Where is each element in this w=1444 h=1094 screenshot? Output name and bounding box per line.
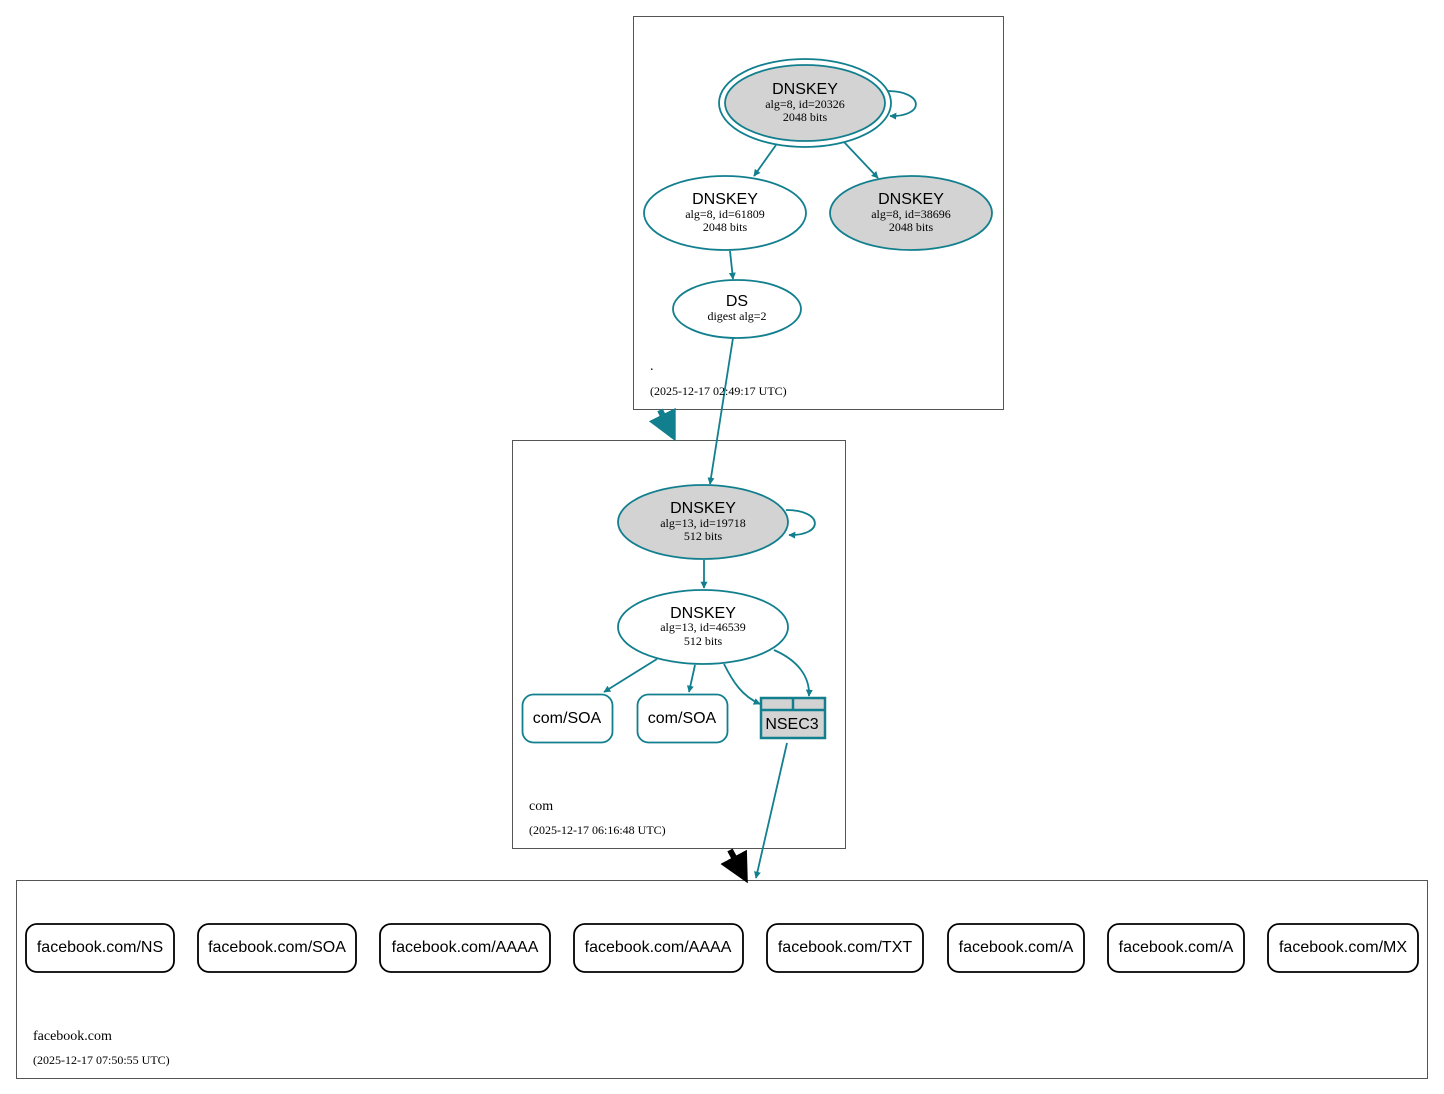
node-detail: alg=13, id=46539 xyxy=(660,620,746,634)
node-detail: 512 bits xyxy=(684,634,723,648)
record-label: facebook.com/TXT xyxy=(778,939,913,956)
node-com-soa-2[interactable]: com/SOA xyxy=(636,693,729,744)
record-label: facebook.com/A xyxy=(959,939,1074,956)
node-detail: alg=8, id=38696 xyxy=(871,207,951,221)
node-root-key3[interactable]: DNSKEY alg=8, id=38696 2048 bits xyxy=(829,175,993,251)
record-label: facebook.com/AAAA xyxy=(392,939,539,956)
node-detail: digest alg=2 xyxy=(707,309,766,323)
node-com-nsec3[interactable]: NSEC3 xyxy=(759,696,827,740)
zone-com-box xyxy=(512,440,846,849)
node-root-ds[interactable]: DS digest alg=2 xyxy=(672,279,802,339)
zone-facebook-timestamp: (2025-12-17 07:50:55 UTC) xyxy=(33,1053,170,1067)
zone-facebook-name: facebook.com xyxy=(33,1029,112,1044)
zone-root-name: . xyxy=(650,359,654,374)
edge-com-ksk-self xyxy=(785,509,816,539)
node-detail: alg=8, id=20326 xyxy=(765,97,845,111)
record-facebook-aaaa-1[interactable]: facebook.com/AAAA xyxy=(379,923,551,973)
zone-com-timestamp: (2025-12-17 06:16:48 UTC) xyxy=(529,823,666,837)
edge-nsec3-to-facebook xyxy=(753,742,788,879)
record-facebook-a-1[interactable]: facebook.com/A xyxy=(947,923,1085,973)
record-facebook-a-2[interactable]: facebook.com/A xyxy=(1107,923,1245,973)
record-facebook-ns[interactable]: facebook.com/NS xyxy=(25,923,175,973)
node-com-zsk[interactable]: DNSKEY alg=13, id=46539 512 bits xyxy=(617,589,789,665)
record-facebook-mx[interactable]: facebook.com/MX xyxy=(1267,923,1419,973)
record-facebook-txt[interactable]: facebook.com/TXT xyxy=(766,923,924,973)
edge-com-zsk-to-soa2 xyxy=(686,664,696,693)
node-label: NSEC3 xyxy=(765,716,818,733)
record-label: facebook.com/A xyxy=(1119,939,1234,956)
node-detail: alg=13, id=19718 xyxy=(660,516,746,530)
zone-root-timestamp: (2025-12-17 02:49:17 UTC) xyxy=(650,384,787,398)
node-root-ksk[interactable]: DNSKEY alg=8, id=20326 2048 bits xyxy=(718,58,892,148)
zone-com-name: com xyxy=(529,799,553,814)
zone-facebook-box xyxy=(16,880,1428,1079)
node-detail: 512 bits xyxy=(684,529,723,543)
edge-root-zsk-to-ds xyxy=(728,250,736,280)
record-label: facebook.com/NS xyxy=(37,939,163,956)
edge-root-ksk-to-zsk xyxy=(753,144,777,177)
node-title: DNSKEY xyxy=(772,81,838,98)
edge-root-ksk-self xyxy=(886,90,917,120)
node-title: DNSKEY xyxy=(878,191,944,208)
node-title: DS xyxy=(726,293,748,310)
edge-root-ksk-to-key3 xyxy=(843,141,879,179)
node-detail: 2048 bits xyxy=(703,220,748,234)
record-facebook-aaaa-2[interactable]: facebook.com/AAAA xyxy=(573,923,744,973)
record-label: facebook.com/SOA xyxy=(208,939,346,956)
node-label: com/SOA xyxy=(648,710,717,727)
node-detail: 2048 bits xyxy=(889,220,934,234)
node-title: DNSKEY xyxy=(692,191,758,208)
record-label: facebook.com/MX xyxy=(1279,939,1407,956)
node-title: DNSKEY xyxy=(670,605,736,622)
node-com-soa-1[interactable]: com/SOA xyxy=(521,693,614,744)
node-title: DNSKEY xyxy=(670,500,736,517)
node-detail: 2048 bits xyxy=(783,110,828,124)
delegation-root-to-com xyxy=(648,407,676,442)
delegation-com-to-facebook xyxy=(720,848,748,884)
edge-com-zsk-to-soa1 xyxy=(603,658,658,693)
node-label: com/SOA xyxy=(533,710,602,727)
edge-com-zsk-to-nsec3-b xyxy=(773,649,813,697)
record-label: facebook.com/AAAA xyxy=(585,939,732,956)
edge-ds-to-com-ksk xyxy=(707,337,734,485)
record-facebook-soa[interactable]: facebook.com/SOA xyxy=(197,923,357,973)
edge-com-zsk-to-nsec3-a xyxy=(723,663,761,705)
node-com-ksk[interactable]: DNSKEY alg=13, id=19718 512 bits xyxy=(617,484,789,560)
node-root-zsk[interactable]: DNSKEY alg=8, id=61809 2048 bits xyxy=(643,175,807,251)
node-detail: alg=8, id=61809 xyxy=(685,207,765,221)
zone-root-box xyxy=(633,16,1004,410)
